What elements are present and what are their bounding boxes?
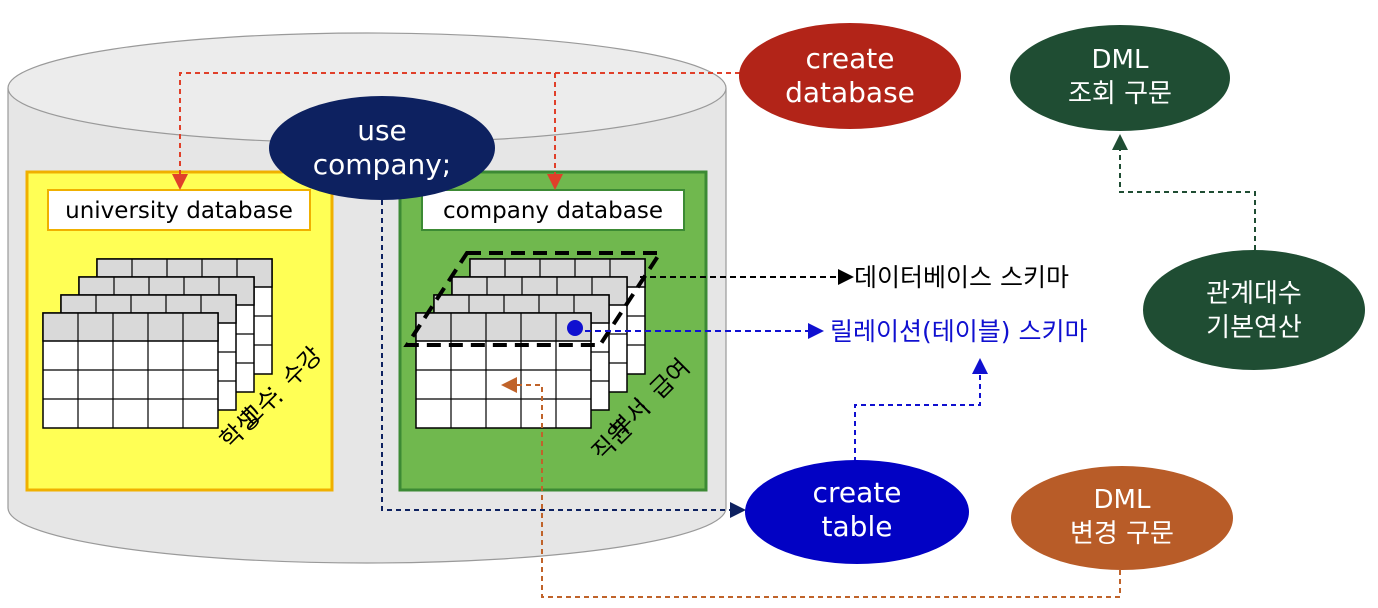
- relation-schema-marker: [567, 320, 583, 336]
- create-table-line2: table: [822, 510, 893, 543]
- company-table-stack: [415, 258, 646, 429]
- dml-modify-bubble: DML 변경 구문: [1011, 466, 1233, 570]
- dml-modify-line1: DML: [1094, 485, 1151, 515]
- relational-algebra-bubble: 관계대수 기본연산: [1143, 250, 1365, 370]
- database-schema-label: 데이터베이스 스키마: [854, 263, 1069, 292]
- relational-algebra-line2: 기본연산: [1206, 313, 1302, 343]
- university-table-stack: [42, 258, 273, 429]
- use-company-bubble: use company;: [269, 96, 495, 200]
- connectors: [172, 72, 1256, 598]
- dml-select-bubble: DML 조회 구문: [1010, 25, 1230, 131]
- dml-select-line2: 조회 구문: [1068, 79, 1172, 109]
- dml-select-line1: DML: [1092, 45, 1149, 75]
- university-database-label: university database: [65, 198, 293, 224]
- create-table-line1: create: [813, 476, 902, 509]
- create-database-line1: create: [806, 42, 895, 75]
- company-database-label: company database: [443, 198, 663, 224]
- create-database-line2: database: [785, 76, 915, 109]
- university-database-panel: university database 학생 교수 ⋮ 수강: [25, 170, 334, 492]
- use-company-line1: use: [357, 114, 407, 147]
- relation-schema-label: 릴레이션(테이블) 스키마: [830, 317, 1087, 346]
- dml-modify-line2: 변경 구문: [1070, 519, 1174, 549]
- create-table-bubble: create table: [745, 460, 969, 564]
- create-database-bubble: create database: [739, 23, 961, 129]
- use-company-line2: company;: [313, 148, 451, 181]
- relational-algebra-line1: 관계대수: [1206, 279, 1302, 309]
- university-table-4: [42, 312, 219, 429]
- company-table-4: [415, 312, 592, 429]
- database-schema-outline: [403, 251, 664, 347]
